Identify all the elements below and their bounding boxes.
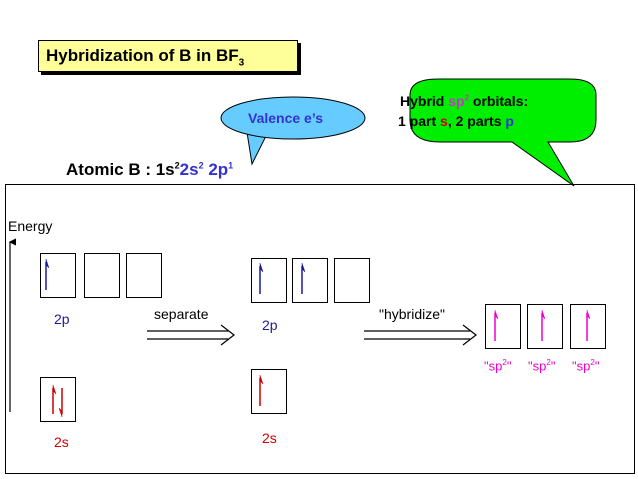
electron-up-arrow-2p (45, 258, 50, 290)
orbital-box-2s-mid (251, 369, 287, 414)
hybrid-callout-bubble (409, 78, 597, 187)
hybrid-callout-line1: Hybrid sp2 orbitals: (400, 93, 529, 109)
hybridize-double-arrow (364, 324, 477, 346)
orbital-box-2s (40, 377, 76, 422)
label-sp2-1: "sp2" (484, 358, 512, 374)
valence-callout-text: Valence e’s (248, 110, 323, 126)
orbital-box-2p-mid-3 (334, 258, 370, 303)
label-sp2-3: "sp2" (572, 358, 600, 374)
electron-configuration: Atomic B : 1s22s2 2p1 (66, 160, 234, 179)
orbital-box-sp2-1 (485, 304, 521, 349)
electron-up-arrow-sp2-3 (586, 309, 591, 341)
orbital-box-sp2-2 (527, 304, 563, 349)
energy-label: Energy (8, 218, 53, 234)
orbital-box-sp2-3 (570, 304, 606, 349)
orbital-box-2p-mid-1 (251, 258, 287, 303)
electron-up-arrow-2p-mid-1 (259, 262, 264, 294)
title-text: Hybridization of B in BF (46, 46, 239, 65)
electron-up-arrow-sp2-1 (494, 309, 499, 341)
orbital-box-2p-3 (126, 253, 162, 298)
label-hybridize: "hybridize" (379, 306, 445, 322)
electron-up-arrow-2p-mid-2 (301, 262, 306, 294)
diagram-title: Hybridization of B in BF3 (38, 40, 298, 72)
label-2p-mid: 2p (262, 317, 278, 333)
orbital-diagram-frame (5, 184, 635, 474)
orbital-box-2p-1 (40, 253, 76, 298)
label-2s-left: 2s (54, 434, 69, 450)
label-sp2-2: "sp2" (528, 358, 556, 374)
label-2p-left: 2p (54, 311, 70, 327)
orbital-box-2p-mid-2 (292, 258, 328, 303)
label-separate: separate (154, 306, 209, 322)
label-2s-mid: 2s (262, 430, 277, 446)
title-subscript: 3 (238, 57, 245, 69)
hybrid-callout-line2: 1 part s, 2 parts p (398, 113, 514, 129)
separate-double-arrow (147, 324, 235, 346)
orbital-box-2p-2 (84, 253, 120, 298)
electron-pair-2s (52, 384, 63, 418)
electron-up-arrow-sp2-2 (541, 309, 546, 341)
electron-up-arrow-2s-mid (259, 374, 264, 406)
